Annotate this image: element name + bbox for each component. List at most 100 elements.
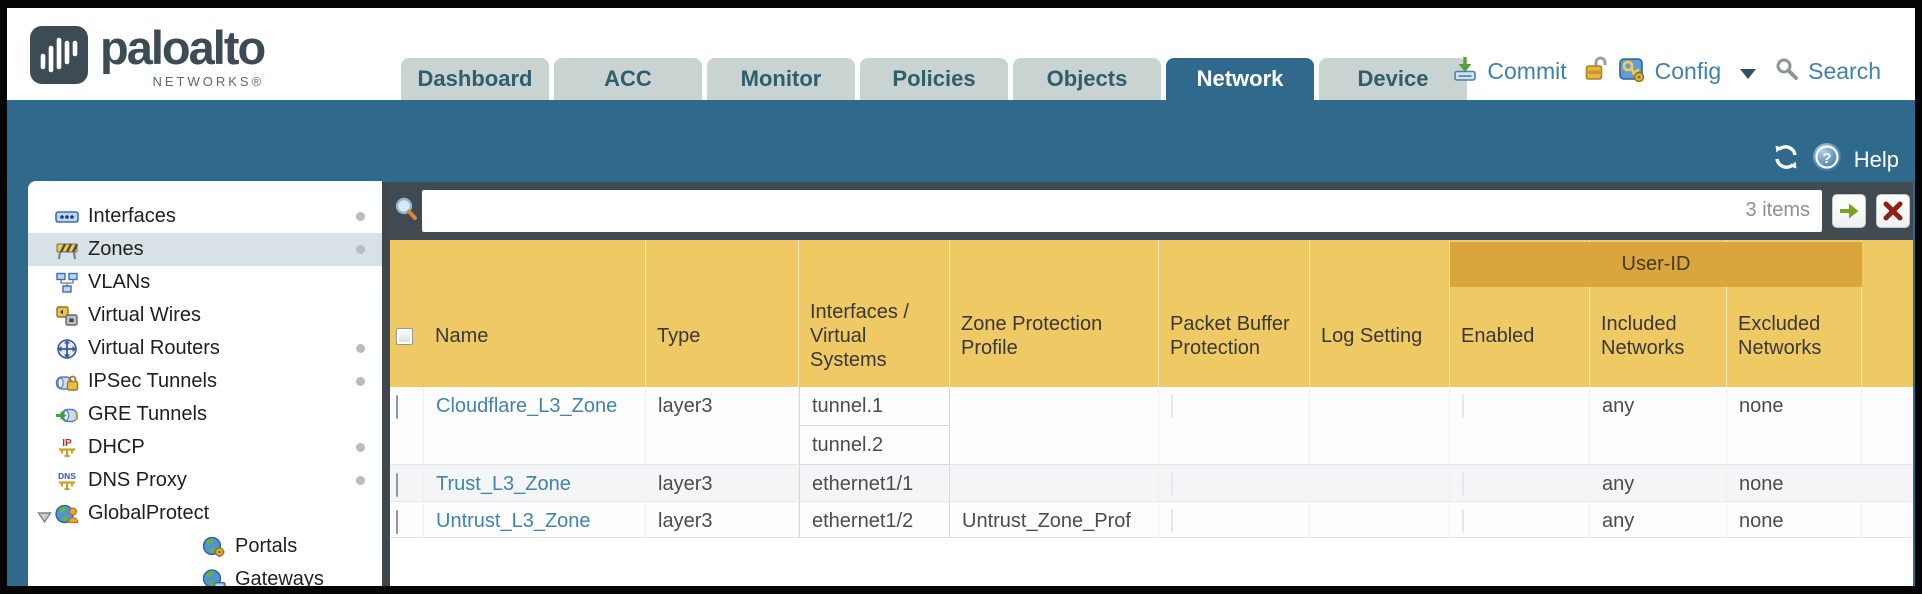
global-find[interactable]: Search <box>1808 58 1881 84</box>
help-icon[interactable]: ? <box>1812 142 1842 178</box>
col-header-name[interactable]: Name <box>424 240 646 387</box>
globalprotect-icon <box>55 503 79 525</box>
zones-table-header: User-ID Name Type Interfaces / Virtual S… <box>390 240 1913 387</box>
sidebar-item-ipsec-tunnels[interactable]: IPSec Tunnels <box>28 365 382 398</box>
sidebar-item-dhcp[interactable]: IP DHCP <box>28 431 382 464</box>
sidebar-item-gre-tunnels[interactable]: GRE Tunnels <box>28 398 382 431</box>
tab-acc[interactable]: ACC <box>554 58 702 100</box>
gateways-icon <box>202 568 226 586</box>
packet-buffer-checkbox <box>1171 509 1173 533</box>
user-id-enabled <box>1450 465 1590 501</box>
zone-interfaces: tunnel.1 tunnel.2 <box>799 387 950 465</box>
filter-input[interactable] <box>422 190 1822 232</box>
col-header-interfaces[interactable]: Interfaces / Virtual Systems <box>799 240 950 387</box>
row-checkbox[interactable] <box>396 510 398 534</box>
table-row[interactable]: Trust_L3_Zone layer3 ethernet1/1 any non… <box>390 465 1913 502</box>
tab-policies[interactable]: Policies <box>860 58 1008 100</box>
tab-objects[interactable]: Objects <box>1013 58 1161 100</box>
search-icon[interactable] <box>1775 57 1799 87</box>
commit-button[interactable]: Commit <box>1487 58 1567 84</box>
included-networks: any <box>1590 502 1727 538</box>
zones-content: 3 items User-ID <box>390 182 1913 586</box>
col-header-gutter <box>1862 240 1913 387</box>
col-header-packet-buffer-protection[interactable]: Packet Buffer Protection <box>1159 240 1310 387</box>
sidebar-item-globalprotect[interactable]: GlobalProtect <box>28 497 382 530</box>
select-all-checkbox[interactable] <box>396 327 413 345</box>
zones-icon <box>55 239 79 261</box>
zone-protection-profile: Untrust_Zone_Prof <box>950 502 1159 538</box>
svg-text:DNS: DNS <box>58 471 76 481</box>
tab-dashboard[interactable]: Dashboard <box>401 58 549 100</box>
config-menu[interactable]: Config <box>1654 58 1722 84</box>
enabled-checkbox <box>1462 509 1464 533</box>
user-id-enabled <box>1450 387 1590 465</box>
zone-name-link[interactable]: Untrust_L3_Zone <box>436 510 591 532</box>
excluded-networks: none <box>1727 502 1862 538</box>
tab-device[interactable]: Device <box>1319 58 1467 100</box>
table-empty-area <box>390 538 1913 586</box>
packet-buffer-checkbox <box>1171 394 1173 418</box>
sidebar-item-label: DHCP <box>88 436 145 458</box>
status-dot <box>356 476 365 485</box>
log-setting <box>1310 502 1450 538</box>
apply-filter-button[interactable] <box>1832 194 1866 228</box>
log-setting <box>1310 465 1450 501</box>
sidebar-item-label: GlobalProtect <box>88 502 210 524</box>
lock-icon[interactable] <box>1584 55 1609 88</box>
sidebar-item-zones[interactable]: Zones <box>28 233 382 266</box>
network-sidebar: Interfaces Zones <box>28 181 382 586</box>
status-dot <box>356 245 365 254</box>
utility-bar: Commit C <box>1452 55 1881 88</box>
status-dot <box>356 344 365 353</box>
gre-tunnels-icon <box>55 404 79 426</box>
status-dot <box>356 212 365 221</box>
sidebar-item-interfaces[interactable]: Interfaces <box>28 200 382 233</box>
commit-icon[interactable] <box>1452 56 1478 88</box>
sidebar-item-vlans[interactable]: VLANs <box>28 266 382 299</box>
col-header-type[interactable]: Type <box>646 240 799 387</box>
zone-protection-profile <box>950 465 1159 501</box>
enabled-checkbox <box>1462 472 1464 496</box>
sidebar-item-label: Virtual Wires <box>88 304 201 326</box>
sidebar-item-dns-proxy[interactable]: DNS DNS Proxy <box>28 464 382 497</box>
status-dot <box>356 443 365 452</box>
expander-triangle-icon[interactable] <box>37 507 52 530</box>
clear-filter-button[interactable] <box>1876 194 1910 228</box>
chevron-down-icon[interactable] <box>1740 68 1757 79</box>
sidebar-item-gateways[interactable]: Gateways <box>28 563 382 586</box>
row-checkbox[interactable] <box>396 395 398 419</box>
config-icon[interactable] <box>1618 56 1646 88</box>
sidebar-item-label: Gateways <box>235 568 324 586</box>
row-checkbox[interactable] <box>396 473 398 497</box>
col-header-log-setting[interactable]: Log Setting <box>1310 240 1450 387</box>
zone-name-link[interactable]: Cloudflare_L3_Zone <box>436 395 618 417</box>
items-count: 3 items <box>1745 199 1810 221</box>
sidebar-item-portals[interactable]: Portals <box>28 530 382 563</box>
paloalto-logo-icon <box>30 26 88 84</box>
col-header-included-networks[interactable]: Included Networks <box>1590 240 1727 387</box>
svg-text:IP: IP <box>62 438 72 449</box>
zone-name-link[interactable]: Trust_L3_Zone <box>436 473 571 495</box>
virtual-routers-icon <box>55 338 79 360</box>
interface-cell: ethernet1/2 <box>812 510 914 532</box>
zone-interfaces: ethernet1/2 <box>799 502 950 538</box>
sidebar-item-virtual-wires[interactable]: Virtual Wires <box>28 299 382 332</box>
filter-search-icon <box>394 196 418 227</box>
primary-nav-tabs: Dashboard ACC Monitor Policies Objects N… <box>401 58 1467 100</box>
col-header-excluded-networks[interactable]: Excluded Networks <box>1727 240 1862 387</box>
zone-type: layer3 <box>646 502 799 538</box>
table-row[interactable]: Cloudflare_L3_Zone layer3 tunnel.1 tunne… <box>390 387 1913 465</box>
log-setting <box>1310 387 1450 465</box>
sidebar-item-label: VLANs <box>88 271 151 293</box>
tab-network[interactable]: Network <box>1166 58 1314 100</box>
help-label[interactable]: Help <box>1853 147 1899 172</box>
packet-buffer-protection <box>1159 465 1310 501</box>
refresh-icon[interactable] <box>1772 143 1800 177</box>
app-frame: paloalto NETWORKS® Dashboard ACC Monitor… <box>7 8 1915 586</box>
sidebar-item-virtual-routers[interactable]: Virtual Routers <box>28 332 382 365</box>
col-header-enabled[interactable]: Enabled <box>1450 240 1590 387</box>
table-row[interactable]: Untrust_L3_Zone layer3 ethernet1/2 Untru… <box>390 502 1913 538</box>
status-dot <box>356 377 365 386</box>
col-header-zone-protection-profile[interactable]: Zone Protection Profile <box>950 240 1159 387</box>
tab-monitor[interactable]: Monitor <box>707 58 855 100</box>
